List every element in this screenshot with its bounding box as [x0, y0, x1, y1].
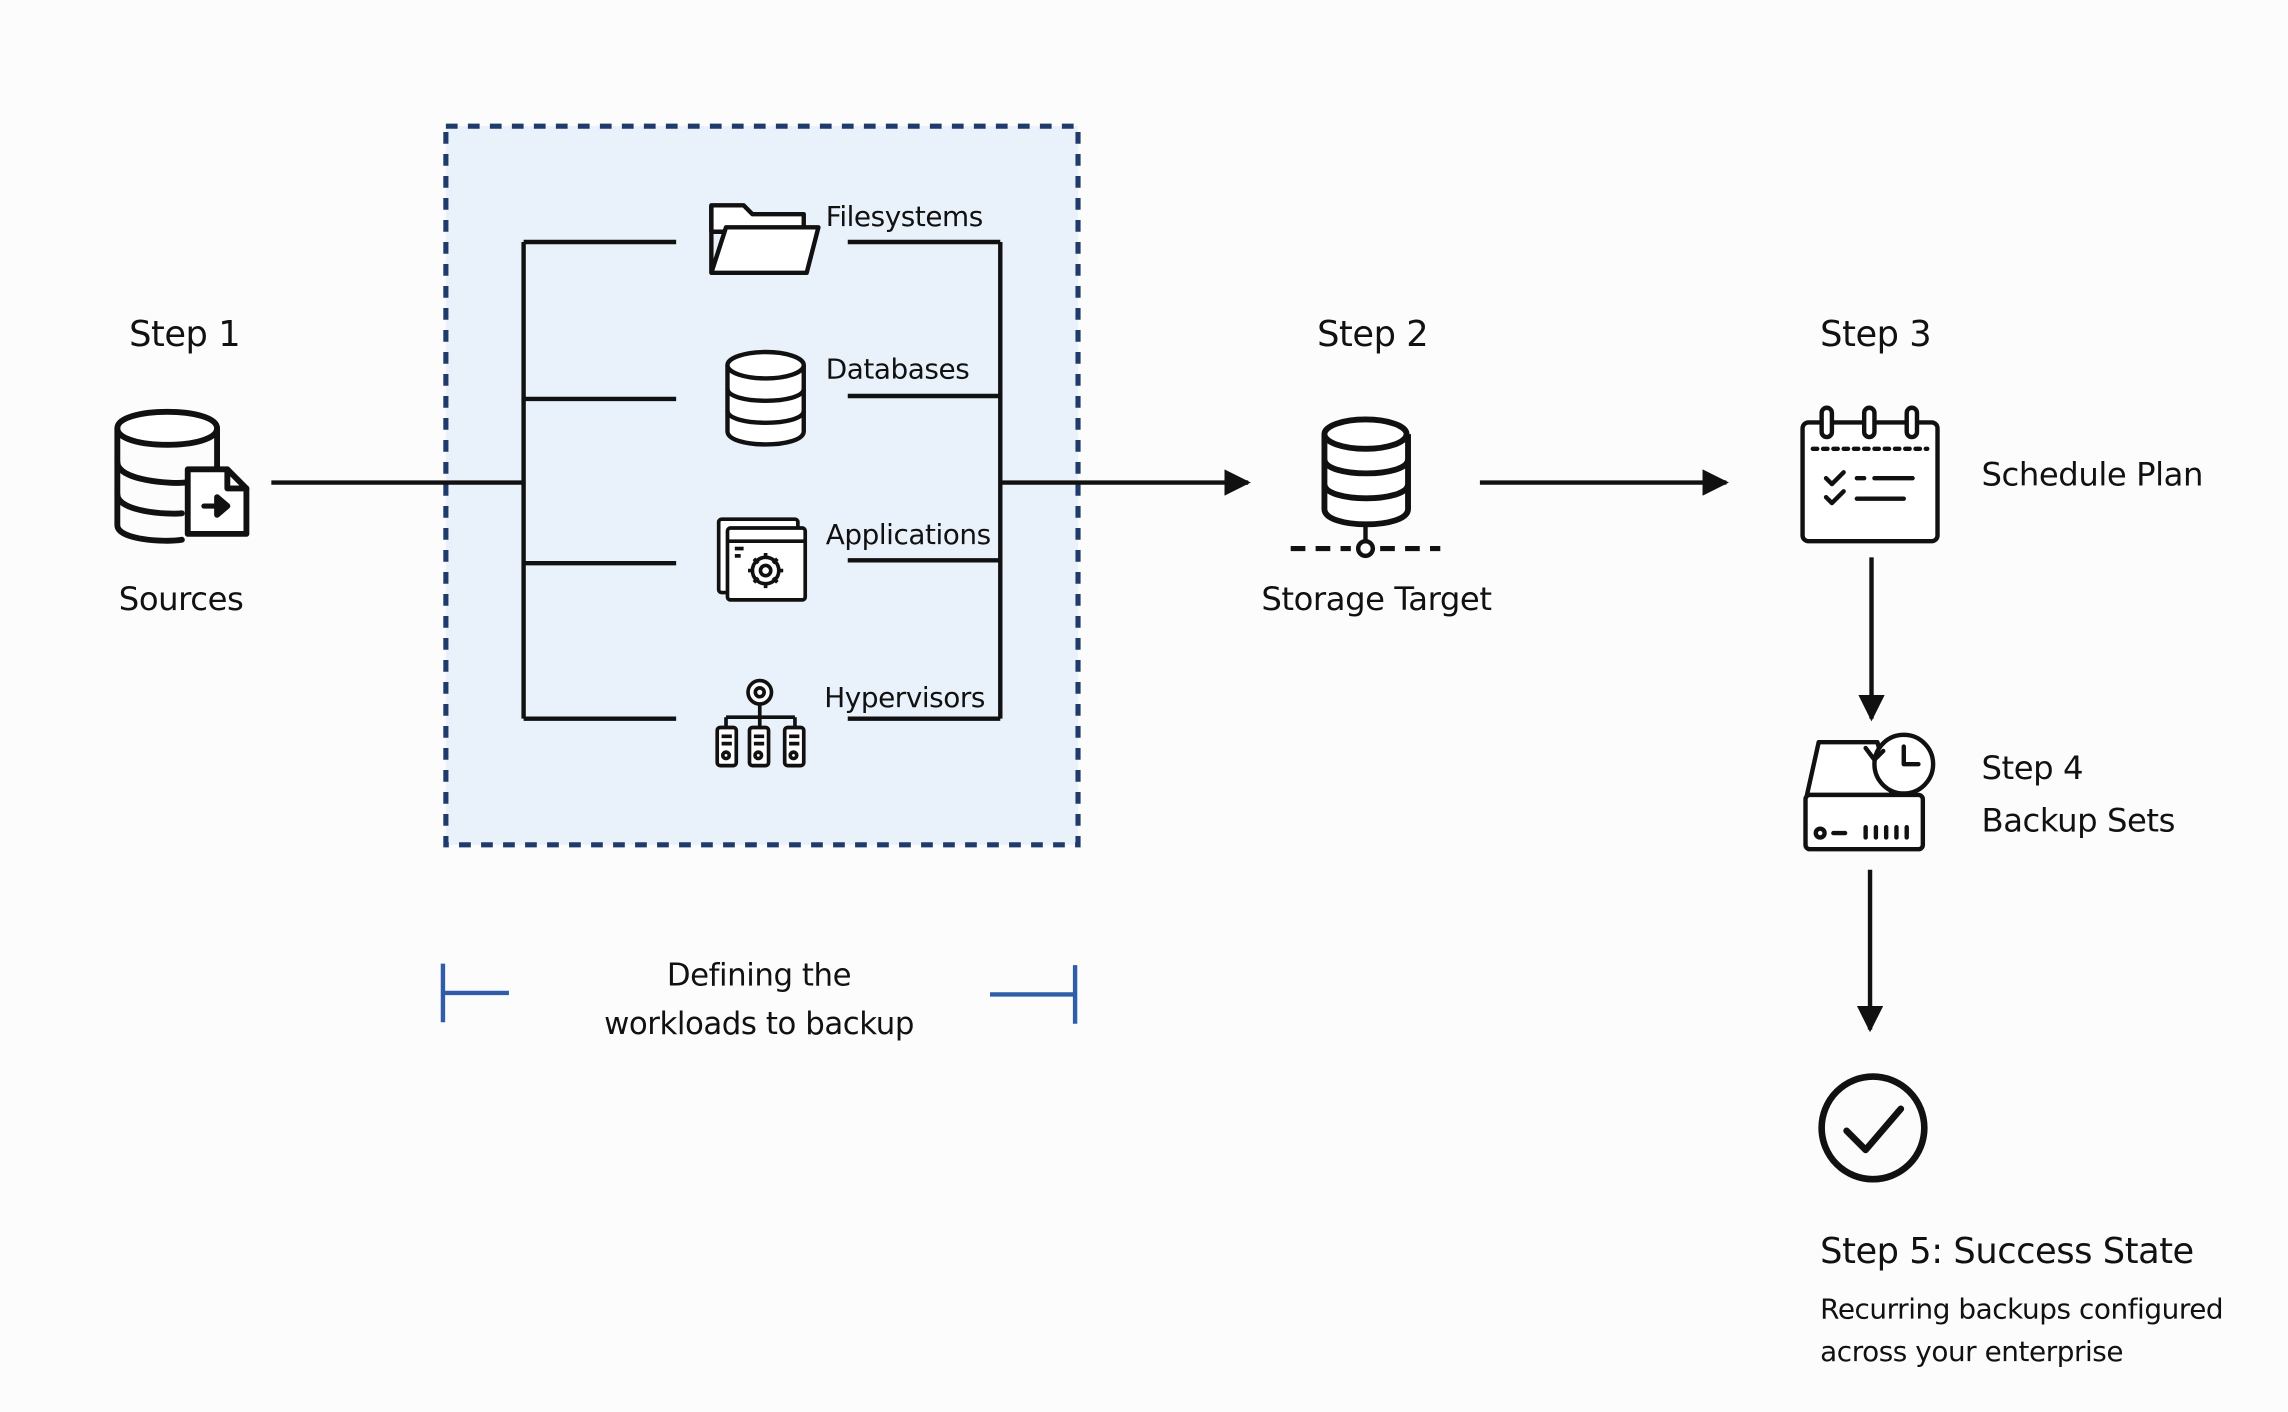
workloads-caption-line1: Defining the: [666, 957, 852, 993]
folder-icon: [709, 203, 821, 276]
workload-label-filesystems: Filesystems: [825, 200, 984, 234]
success-description-line2: across your enterprise: [1820, 1336, 2124, 1369]
workloads-span-bracket: [440, 963, 1078, 1024]
hypervisor-servers-icon: [715, 678, 806, 768]
flow-connectors: [271, 239, 1885, 1033]
workload-label-databases: Databases: [825, 353, 970, 386]
storage-target-label: Storage Target: [1261, 582, 1492, 619]
workload-label-applications: Applications: [825, 519, 991, 552]
step5-heading: Step 5: Success State: [1820, 1230, 2194, 1272]
step4-heading: Step 4: [1981, 750, 2084, 788]
database-icon: [725, 349, 806, 447]
workloads-caption-line2: workloads to backup: [604, 1006, 914, 1042]
step3-heading: Step 3: [1820, 313, 1932, 355]
backup-sets-label: Backup Sets: [1981, 803, 2176, 841]
storage-target-database-icon: [1290, 416, 1441, 559]
backup-drive-clock-icon: [1803, 732, 1936, 852]
workload-label-hypervisors: Hypervisors: [824, 682, 985, 715]
schedule-plan-label: Schedule Plan: [1981, 457, 2204, 495]
success-check-icon: [1818, 1073, 1928, 1183]
calendar-checklist-icon: [1800, 405, 1940, 544]
success-description-line1: Recurring backups configured: [1820, 1293, 2224, 1326]
step2-heading: Step 2: [1317, 313, 1429, 355]
sources-label: Sources: [118, 582, 244, 619]
sources-database-export-icon: [114, 408, 250, 544]
application-window-gear-icon: [716, 517, 808, 602]
step1-heading: Step 1: [129, 313, 241, 355]
